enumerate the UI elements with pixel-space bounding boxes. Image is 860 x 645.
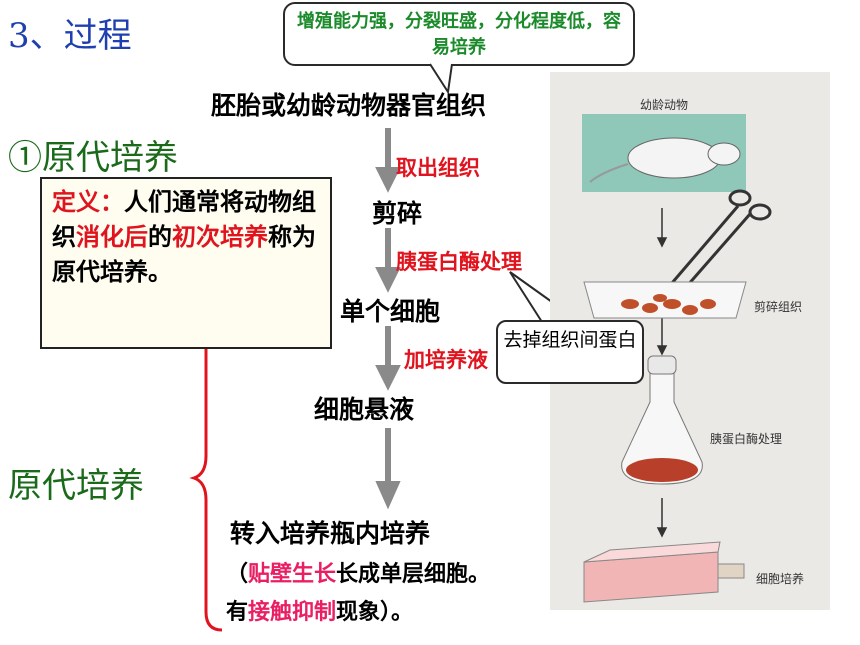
step-transfer-flask: 转入培养瓶内培养 (230, 519, 431, 548)
arrow-2-head (375, 267, 401, 293)
highlight-contact-inhibition: 接触抑制 (248, 600, 337, 625)
features-callout: 增殖能力强，分裂旺盛，分化程度低，容易培养 (283, 2, 635, 66)
red-brace (189, 324, 223, 632)
step-single-cell: 单个细胞 (340, 297, 441, 326)
trypsin-callout: 去掉组织间蛋白 (496, 320, 644, 384)
label-take-tissue: 取出组织 (396, 156, 480, 180)
highlight-adherent: 贴壁生长 (248, 562, 337, 587)
highlight-first-culture: 初次培养 (172, 223, 268, 251)
illustration-label-1: 幼龄动物 (640, 98, 689, 112)
mouse-tail (589, 163, 629, 183)
flow-arrows (375, 128, 401, 510)
step-cell-suspension: 细胞悬液 (314, 395, 415, 424)
label-trypsin: 胰蛋白酶处理 (396, 250, 522, 274)
step-mince: 剪碎 (372, 199, 423, 228)
arrow-1-head (375, 167, 401, 193)
definition-box: 定义：人们通常将动物组织消化后的初次培养称为原代培养。 (40, 177, 332, 349)
flask-cap (647, 355, 677, 375)
flask-contents (626, 458, 698, 482)
highlight-digested: 消化后 (76, 223, 148, 251)
step-embryo-tissue: 胚胎或幼龄动物器官组织 (211, 91, 487, 120)
illustration-label-2: 剪碎组织 (754, 300, 803, 314)
note-line-2: 有接触抑制现象）。 (226, 600, 414, 625)
features-callout-text: 增殖能力强，分裂旺盛，分化程度低，容易培养 (297, 11, 621, 58)
note-line-1: （贴壁生长长成单层细胞。 (226, 562, 491, 587)
mouse-head (707, 142, 741, 166)
minced-tissue (621, 294, 716, 315)
illustration-label-3: 胰蛋白酶处理 (710, 432, 783, 446)
arrow-4-head (375, 481, 401, 510)
culture-flask-cap (717, 563, 745, 579)
trypsin-callout-text: 去掉组织间蛋白 (503, 329, 637, 351)
mouse-body (627, 137, 721, 179)
arrow-3-head (375, 365, 401, 391)
brace-label: 原代培养 (8, 466, 144, 506)
illustration-label-4: 细胞培养 (756, 572, 805, 586)
illustration-drawing (582, 114, 772, 603)
definition-label: 定义： (52, 188, 124, 216)
top-callout-pointer (429, 63, 453, 95)
conical-flask (621, 371, 703, 485)
primary-culture-heading: ①原代培养 (8, 138, 178, 178)
label-add-medium: 加培养液 (404, 348, 488, 372)
slide-title: 3、过程 (8, 16, 132, 56)
